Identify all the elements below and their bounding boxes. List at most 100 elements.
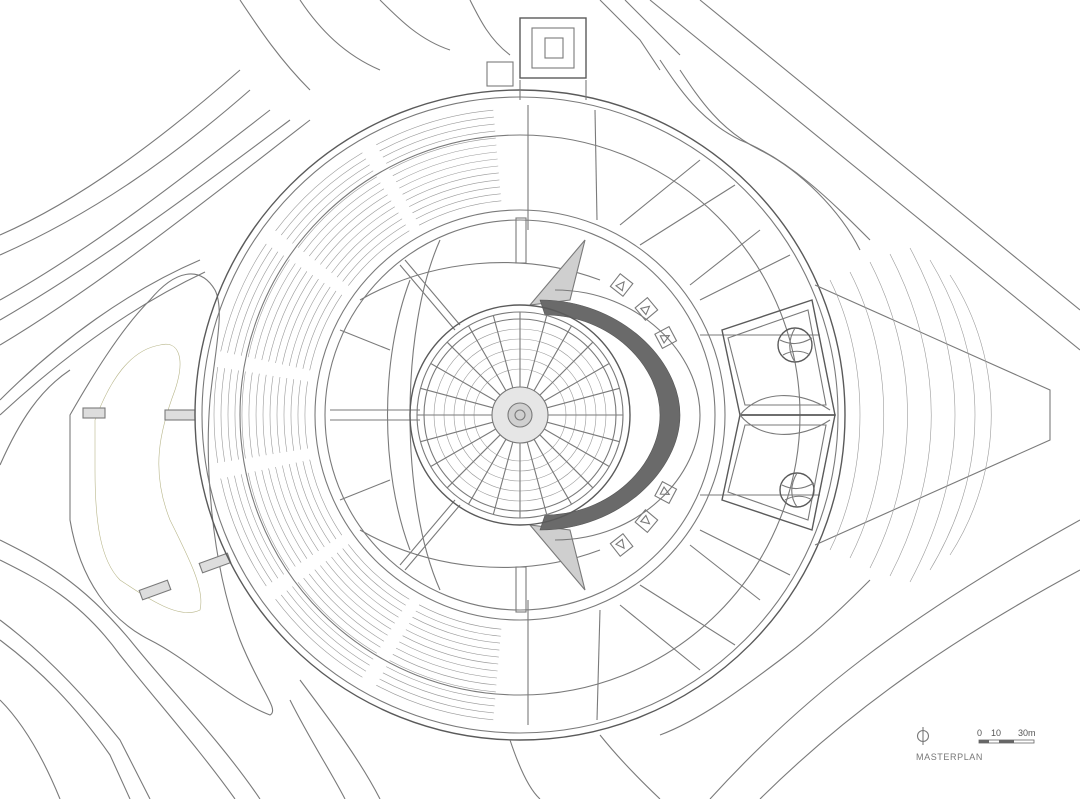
seating-row [262, 374, 267, 456]
seating-row [248, 372, 253, 458]
seating-row [395, 647, 498, 679]
seating-row [379, 116, 494, 152]
seating-row [297, 176, 377, 248]
basketball-icon [777, 327, 813, 363]
seating-row [241, 371, 246, 459]
seating-row [290, 379, 295, 451]
seating-row [275, 599, 363, 678]
dome-rib [539, 434, 594, 489]
seating-row [405, 172, 499, 201]
seating-row [292, 170, 374, 244]
central-dome [409, 304, 631, 526]
seating-row [314, 194, 388, 261]
dome-rib [446, 341, 501, 396]
seating-row [268, 271, 308, 362]
seating-row [220, 478, 267, 587]
seating-row [286, 164, 370, 240]
seating-row [386, 666, 496, 700]
seating-row [342, 548, 406, 606]
seating-row [227, 247, 273, 353]
dome-rib [533, 438, 572, 505]
seating-row [309, 459, 343, 536]
seating-row [280, 594, 367, 672]
seating-row [213, 367, 219, 463]
seating-row [302, 290, 337, 369]
seating-row [261, 469, 302, 563]
seating-row [220, 368, 225, 462]
seating-row [275, 152, 363, 231]
dome-rib [546, 421, 620, 443]
dome-rib [492, 315, 514, 389]
seating-row [288, 464, 325, 548]
seating-row [314, 569, 388, 636]
seating-row [409, 623, 500, 651]
seating-row [392, 654, 497, 686]
seating-row [240, 474, 284, 575]
dome-rib [546, 387, 620, 409]
dome-rib [539, 341, 594, 396]
seating-row [240, 255, 284, 356]
seating-row [389, 137, 496, 170]
seating-row [303, 182, 381, 253]
pictogram-tiles [609, 272, 678, 558]
seating-row [415, 193, 501, 220]
seating-row [234, 475, 279, 579]
seating-row [405, 629, 499, 658]
seating-row [325, 206, 395, 269]
seating-row [297, 380, 301, 450]
seating-row [376, 684, 494, 721]
seating-row [399, 641, 498, 672]
seating-row [308, 188, 385, 257]
seating-row [227, 477, 273, 583]
seating-row [412, 616, 501, 644]
seating-row [392, 144, 497, 176]
dome-rib [430, 428, 497, 467]
seating-row [308, 573, 385, 642]
pictogram-tile [634, 296, 659, 321]
pictogram-tile [609, 532, 634, 558]
seating-row [402, 635, 499, 665]
dome-rib [420, 387, 494, 409]
seating-row [282, 465, 319, 552]
plan-title: MASTERPLAN [916, 752, 984, 762]
dome-rib [492, 441, 514, 515]
seating-row [389, 660, 496, 693]
seating-row [331, 212, 399, 274]
pictogram-tile [654, 325, 678, 350]
seating-row [275, 275, 313, 364]
seating-row [280, 158, 367, 236]
seating-row [386, 130, 496, 164]
seating-row [418, 604, 502, 630]
seating-row [288, 282, 325, 366]
east-plazas [527, 105, 820, 725]
seating-row [303, 577, 381, 648]
seating-row [402, 165, 499, 195]
seating-row [331, 556, 399, 618]
seating-row [247, 259, 290, 358]
scale-label-10: 10 [991, 728, 1002, 738]
dome-rib [543, 363, 610, 402]
seating-row [302, 461, 337, 540]
dome-rib [468, 325, 507, 392]
left-park [69, 273, 274, 716]
seating-row [234, 251, 279, 355]
seating-row [412, 186, 501, 214]
seating-row [336, 218, 403, 278]
seating-row [376, 109, 494, 146]
seating-row [295, 286, 331, 368]
seating-row [268, 468, 308, 559]
seating-row [295, 462, 331, 544]
seating-row [348, 230, 410, 286]
dome-rib [526, 315, 548, 389]
dome-rib [446, 434, 501, 489]
seating-row [309, 294, 343, 371]
dome-rib [526, 441, 548, 515]
seating-row [276, 376, 281, 454]
basketball-courts [721, 247, 1051, 583]
seating-row [320, 565, 392, 630]
seating-row [286, 590, 370, 666]
basketball-icon [779, 472, 815, 508]
dome-rib [468, 438, 507, 505]
seating-row [297, 582, 377, 654]
terrain-lines [289, 59, 871, 799]
